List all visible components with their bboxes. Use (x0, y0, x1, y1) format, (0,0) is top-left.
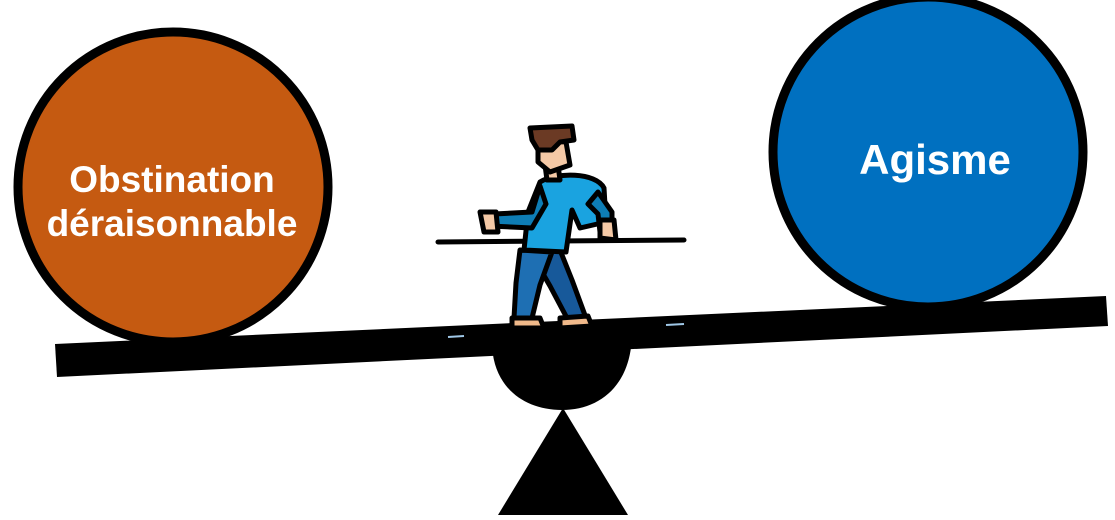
left-ball-label: Obstination déraisonnable (22, 158, 322, 247)
tightrope-walker-icon (438, 126, 684, 328)
right-ball-label: Agisme (785, 135, 1085, 185)
left-ball-label-line1: Obstination (22, 158, 322, 202)
left-ball-label-line2: déraisonnable (22, 202, 322, 246)
fulcrum-triangle (498, 408, 628, 515)
